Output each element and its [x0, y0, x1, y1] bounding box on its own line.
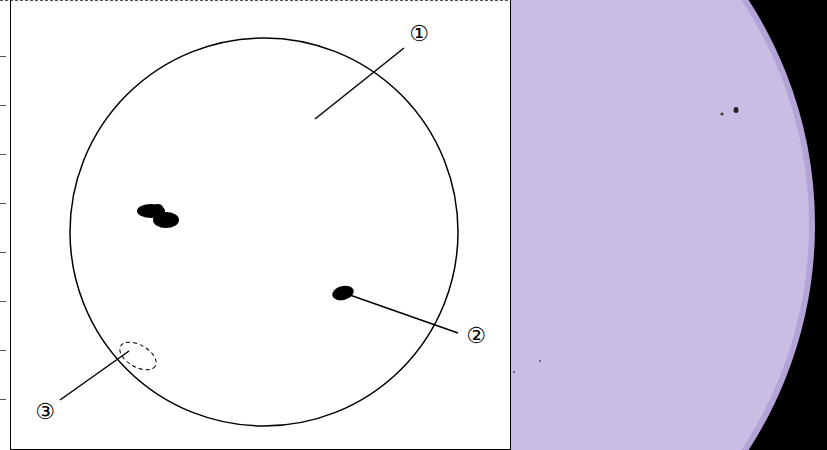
sunspot-group — [137, 204, 179, 228]
callout-number: ③ — [35, 401, 55, 423]
panel-edge — [510, 0, 511, 450]
callout-number: ② — [466, 325, 486, 347]
sun-photo — [511, 0, 827, 450]
leader-lines — [60, 48, 458, 400]
tick-marks — [0, 57, 6, 400]
callout-number: ① — [409, 23, 429, 45]
sun-disk-outline — [70, 38, 458, 426]
panel-edge — [10, 449, 510, 450]
panel-edge — [0, 0, 510, 1]
panel-edge — [10, 0, 11, 450]
sketch-panel — [0, 0, 510, 450]
sunspot — [331, 283, 356, 302]
